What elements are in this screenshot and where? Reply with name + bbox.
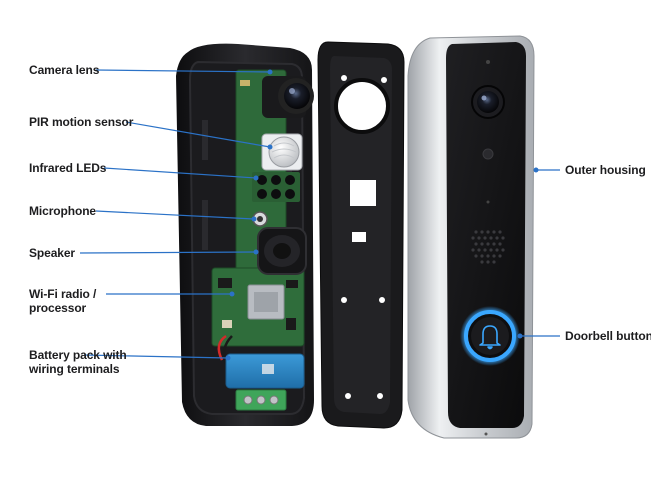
- infrared-led-array: [252, 172, 300, 202]
- camera-module: [262, 76, 314, 118]
- label-battery-line-2: wiring terminals: [29, 362, 120, 376]
- bell-icon: [479, 325, 501, 350]
- mounting-plate: [317, 41, 405, 429]
- callout-pir-sensor: [125, 121, 271, 148]
- label-pir-motion-sensor: PIR motion sensor: [29, 115, 134, 129]
- label-microphone: Microphone: [29, 204, 96, 218]
- speaker-grille: [471, 230, 505, 264]
- callout-camera-lens: [95, 69, 271, 73]
- label-wifi-line-2: processor: [29, 301, 87, 315]
- label-wifi-line-1: Wi-Fi radio /: [29, 287, 97, 301]
- front-doorbell: [407, 35, 535, 439]
- label-battery-line-1: Battery pack with: [29, 348, 127, 362]
- callout-speaker: [79, 251, 257, 254]
- label-camera-lens: Camera lens: [29, 63, 100, 77]
- battery-pack: [217, 334, 305, 389]
- speaker-part: [257, 227, 307, 275]
- label-doorbell-button: Doorbell button: [565, 329, 651, 343]
- label-wifi-radio-processor: Wi-Fi radio / processor: [29, 287, 96, 315]
- label-infrared-leds: Infrared LEDs: [29, 161, 107, 175]
- label-outer-housing: Outer housing: [565, 163, 646, 177]
- callout-microphone: [95, 210, 255, 220]
- microphone-part: [252, 211, 268, 227]
- callout-lines: [79, 69, 560, 359]
- callout-infrared-leds: [103, 167, 257, 179]
- label-battery-pack: Battery pack with wiring terminals: [29, 348, 127, 376]
- label-speaker: Speaker: [29, 246, 75, 260]
- callout-battery: [83, 354, 229, 359]
- callout-dots: [225, 69, 539, 361]
- pir-sensor: [261, 133, 303, 171]
- doorbell-button-part: [460, 306, 520, 366]
- terminal-block: [235, 389, 287, 411]
